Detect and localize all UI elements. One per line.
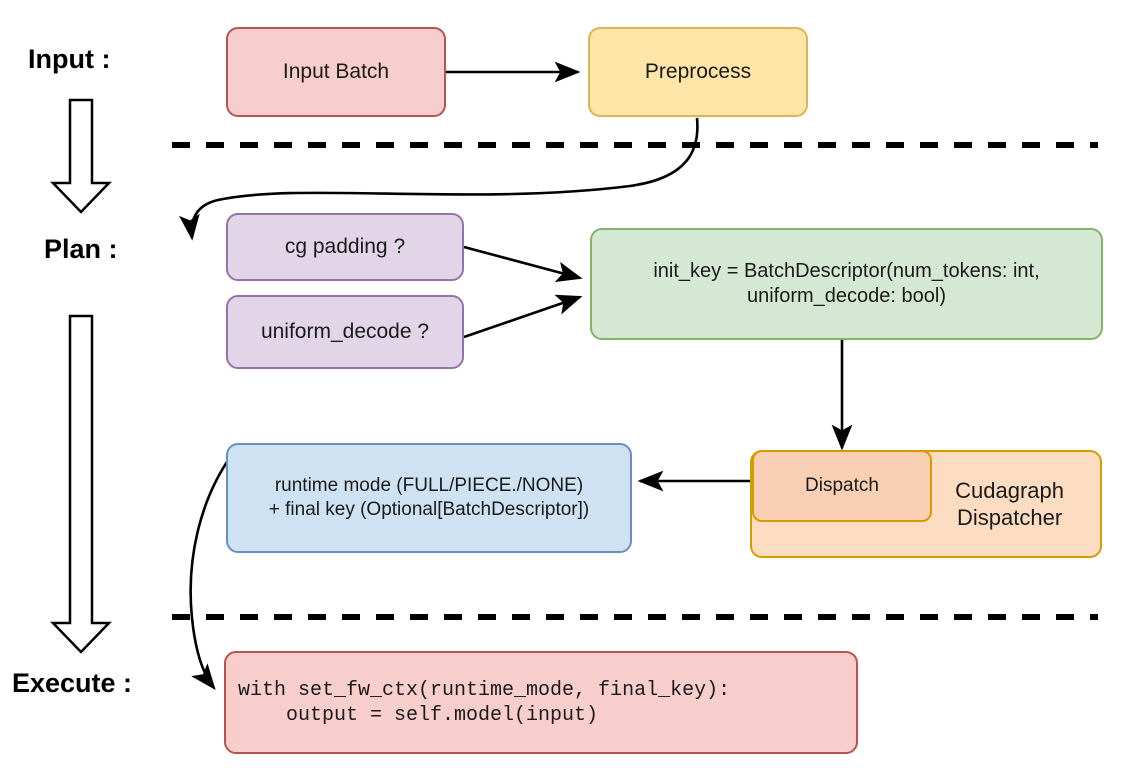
node-uniform-decode[interactable]: uniform_decode ?: [226, 295, 464, 369]
stage-label-execute: Execute :: [12, 668, 133, 698]
connector-cg-padding-to-init-key: [463, 245, 583, 283]
stage-label-plan: Plan :: [44, 234, 118, 264]
node-preprocess[interactable]: Preprocess: [588, 27, 808, 117]
node-init-key[interactable]: init_key = BatchDescriptor(num_tokens: i…: [590, 228, 1103, 340]
node-dispatch[interactable]: Dispatch: [752, 450, 932, 522]
node-runtime-mode[interactable]: runtime mode (FULL/PIECE./NONE) + final …: [226, 443, 632, 553]
stage-arrow-input-to-plan: [50, 98, 112, 214]
node-input-batch[interactable]: Input Batch: [226, 27, 446, 117]
connector-uniform-decode-to-init-key: [463, 294, 583, 339]
stage-label-input: Input :: [28, 44, 111, 74]
stage-arrow-plan-to-execute: [50, 314, 112, 654]
connector-runtime-mode-to-execute-code: [189, 455, 233, 691]
node-execute-code[interactable]: with set_fw_ctx(runtime_mode, final_key)…: [224, 651, 858, 754]
node-cg-padding[interactable]: cg padding ?: [226, 213, 464, 281]
